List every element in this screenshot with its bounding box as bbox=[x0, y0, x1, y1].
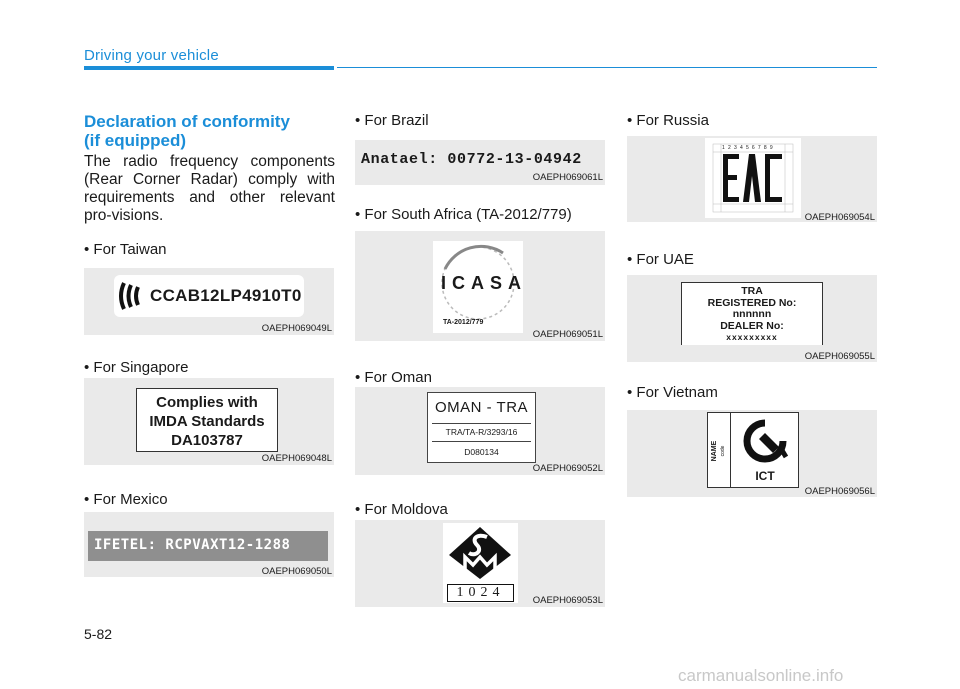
south-africa-heading: • For South Africa (TA-2012/779) bbox=[355, 206, 572, 223]
ncc-waves-icon bbox=[119, 282, 140, 310]
figure-code: OAEPH069051L bbox=[532, 329, 603, 340]
vietnam-label: NAME code ICT bbox=[707, 412, 799, 488]
figure-code: OAEPH069055L bbox=[804, 351, 875, 362]
figure-code: OAEPH069056L bbox=[804, 486, 875, 497]
eac-grid bbox=[712, 143, 794, 213]
singapore-panel: Complies with IMDA Standards DA103787 OA… bbox=[84, 378, 334, 465]
watermark: carmanualsonline.info bbox=[678, 666, 844, 685]
uae-label: TRA REGISTERED No: nnnnnn DEALER No: xxx… bbox=[681, 282, 823, 345]
moldova-label: 1024 bbox=[443, 523, 518, 603]
header-accent-bar bbox=[84, 66, 334, 70]
uae-line-1: TRA bbox=[741, 285, 763, 297]
uae-line-3: nnnnnn bbox=[732, 308, 772, 320]
oman-divider bbox=[432, 441, 531, 442]
moldova-panel: 1024 OAEPH069053L bbox=[355, 520, 605, 607]
figure-code: OAEPH069049L bbox=[261, 323, 332, 334]
title-line-1: Declaration of conformity bbox=[84, 112, 290, 131]
mexico-panel: IFETEL: RCPVAXT12-1288 OAEPH069050L bbox=[84, 512, 334, 577]
taiwan-panel: CCAB12LP4910T0 OAEPH069049L bbox=[84, 268, 334, 335]
taiwan-label: CCAB12LP4910T0 bbox=[114, 275, 304, 317]
south-africa-panel: ICASA TA-2012/779 OAEPH069051L bbox=[355, 231, 605, 341]
vietnam-name-block: NAME code bbox=[711, 428, 727, 474]
figure-code: OAEPH069061L bbox=[532, 172, 603, 183]
icasa-logo bbox=[441, 244, 515, 320]
brazil-code-text: Anatael: 00772-13-04942 bbox=[361, 151, 582, 168]
brazil-heading: • For Brazil bbox=[355, 112, 429, 129]
brazil-panel: Anatael: 00772-13-04942 OAEPH069061L bbox=[355, 140, 605, 185]
oman-heading: • For Oman bbox=[355, 369, 432, 386]
vietnam-panel: NAME code ICT OAEPH069056L bbox=[627, 410, 877, 497]
taiwan-code-text: CCAB12LP4910T0 bbox=[150, 286, 302, 305]
icasa-text: ICASA bbox=[441, 273, 528, 293]
title-line-2: (if equipped) bbox=[84, 131, 186, 150]
uae-line-5: xxxxxxxxx bbox=[726, 332, 778, 342]
page-title: Declaration of conformity (if equipped) bbox=[84, 112, 334, 150]
vietnam-divider bbox=[730, 413, 731, 487]
sg-line-1: Complies with bbox=[156, 394, 258, 411]
header-rule bbox=[337, 67, 877, 68]
figure-code: OAEPH069052L bbox=[532, 463, 603, 474]
uae-line-4: DEALER No: bbox=[720, 319, 784, 332]
uae-line-2: REGISTERED No: bbox=[707, 296, 797, 309]
icasa-subtext: TA-2012/779 bbox=[443, 319, 484, 326]
eac-label: 123456789 bbox=[705, 138, 801, 218]
sg-line-3: DA103787 bbox=[171, 432, 243, 449]
uae-panel: TRA REGISTERED No: nnnnnn DEALER No: xxx… bbox=[627, 275, 877, 362]
moldova-heading: • For Moldova bbox=[355, 501, 448, 518]
russia-panel: 123456789 OAEPH069054L bbox=[627, 136, 877, 223]
taiwan-heading: • For Taiwan bbox=[84, 241, 167, 258]
ict-mark bbox=[743, 419, 788, 463]
page-number: 5-82 bbox=[84, 626, 113, 642]
figure-code: OAEPH069054L bbox=[804, 212, 875, 223]
icasa-label: ICASA TA-2012/779 bbox=[433, 241, 523, 333]
mexico-heading: • For Mexico bbox=[84, 491, 168, 508]
russia-heading: • For Russia bbox=[627, 112, 709, 129]
oman-label: OMAN - TRA TRA/TA-R/3293/16 D080134 bbox=[427, 392, 536, 463]
oman-title: OMAN - TRA bbox=[434, 399, 529, 416]
uae-heading: • For UAE bbox=[627, 251, 694, 268]
moldova-number: 1024 bbox=[447, 584, 514, 602]
eac-grid-numbers-top: 123456789 bbox=[722, 145, 776, 151]
singapore-label: Complies with IMDA Standards DA103787 bbox=[136, 388, 278, 452]
singapore-heading: • For Singapore bbox=[84, 359, 189, 376]
vietnam-heading: • For Vietnam bbox=[627, 384, 718, 401]
vietnam-name: NAME bbox=[711, 440, 718, 462]
mexico-code-text: IFETEL: RCPVAXT12-1288 bbox=[94, 537, 291, 553]
oman-panel: OMAN - TRA TRA/TA-R/3293/16 D080134 OAEP… bbox=[355, 387, 605, 475]
oman-line-1: TRA/TA-R/3293/16 bbox=[445, 427, 518, 437]
section-header: Driving your vehicle bbox=[84, 47, 219, 64]
figure-code: OAEPH069048L bbox=[261, 453, 332, 464]
sm-conformity-mark bbox=[449, 527, 511, 579]
body-paragraph: The radio frequency components (Rear Cor… bbox=[84, 153, 335, 224]
figure-code: OAEPH069050L bbox=[261, 566, 332, 577]
figure-code: OAEPH069053L bbox=[532, 595, 603, 606]
sg-line-2: IMDA Standards bbox=[149, 413, 265, 430]
mexico-label: IFETEL: RCPVAXT12-1288 bbox=[88, 531, 328, 561]
oman-line-2: D080134 bbox=[464, 447, 499, 457]
ict-text: ICT bbox=[755, 469, 775, 483]
oman-divider bbox=[432, 423, 531, 424]
vietnam-code-small: code bbox=[720, 445, 726, 457]
